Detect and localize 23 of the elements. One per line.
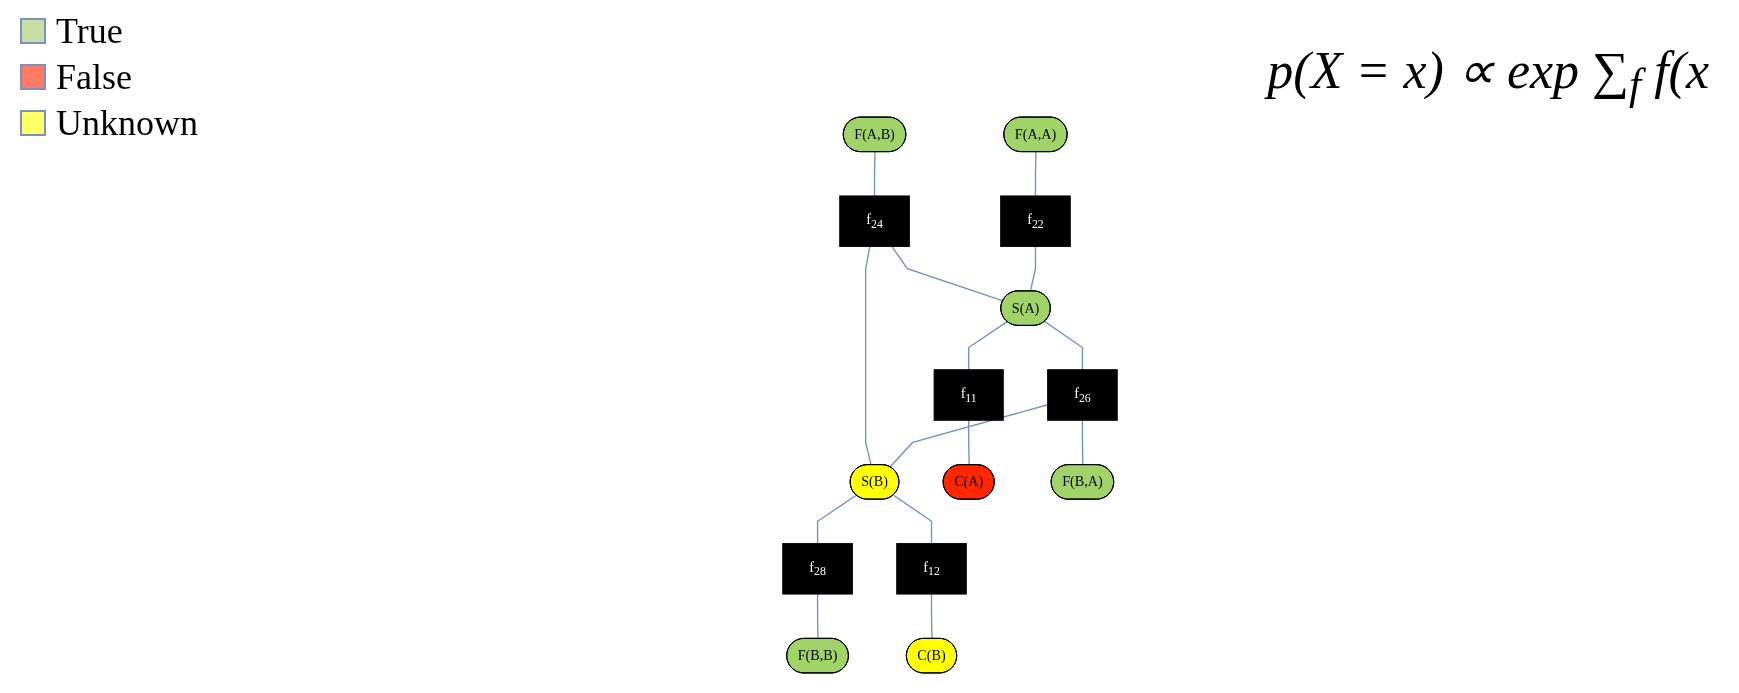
connector bbox=[892, 494, 933, 545]
connector bbox=[816, 494, 858, 545]
connector bbox=[873, 151, 876, 197]
node-box: f$_{26}$ bbox=[1047, 369, 1118, 421]
connector bbox=[968, 419, 970, 466]
connector bbox=[865, 245, 872, 466]
connector bbox=[889, 404, 1049, 468]
connector bbox=[968, 320, 1008, 371]
node-box: f$_{28}$ bbox=[782, 543, 853, 595]
connector bbox=[1034, 151, 1037, 197]
node-box: f$_{22}$ bbox=[1000, 195, 1071, 247]
legend-label: False bbox=[56, 56, 132, 98]
node-box: f$_{12}$ bbox=[896, 543, 967, 595]
connector bbox=[1081, 419, 1084, 466]
legend-label: Unknown bbox=[56, 102, 198, 144]
connector bbox=[1029, 245, 1037, 292]
legend-label: True bbox=[56, 10, 123, 52]
connector bbox=[816, 593, 819, 640]
node-box: f$_{24}$ bbox=[839, 195, 910, 247]
connector bbox=[1044, 320, 1084, 371]
node-box: f$_{11}$ bbox=[933, 369, 1004, 421]
connector bbox=[930, 593, 933, 640]
connector bbox=[891, 245, 1004, 302]
